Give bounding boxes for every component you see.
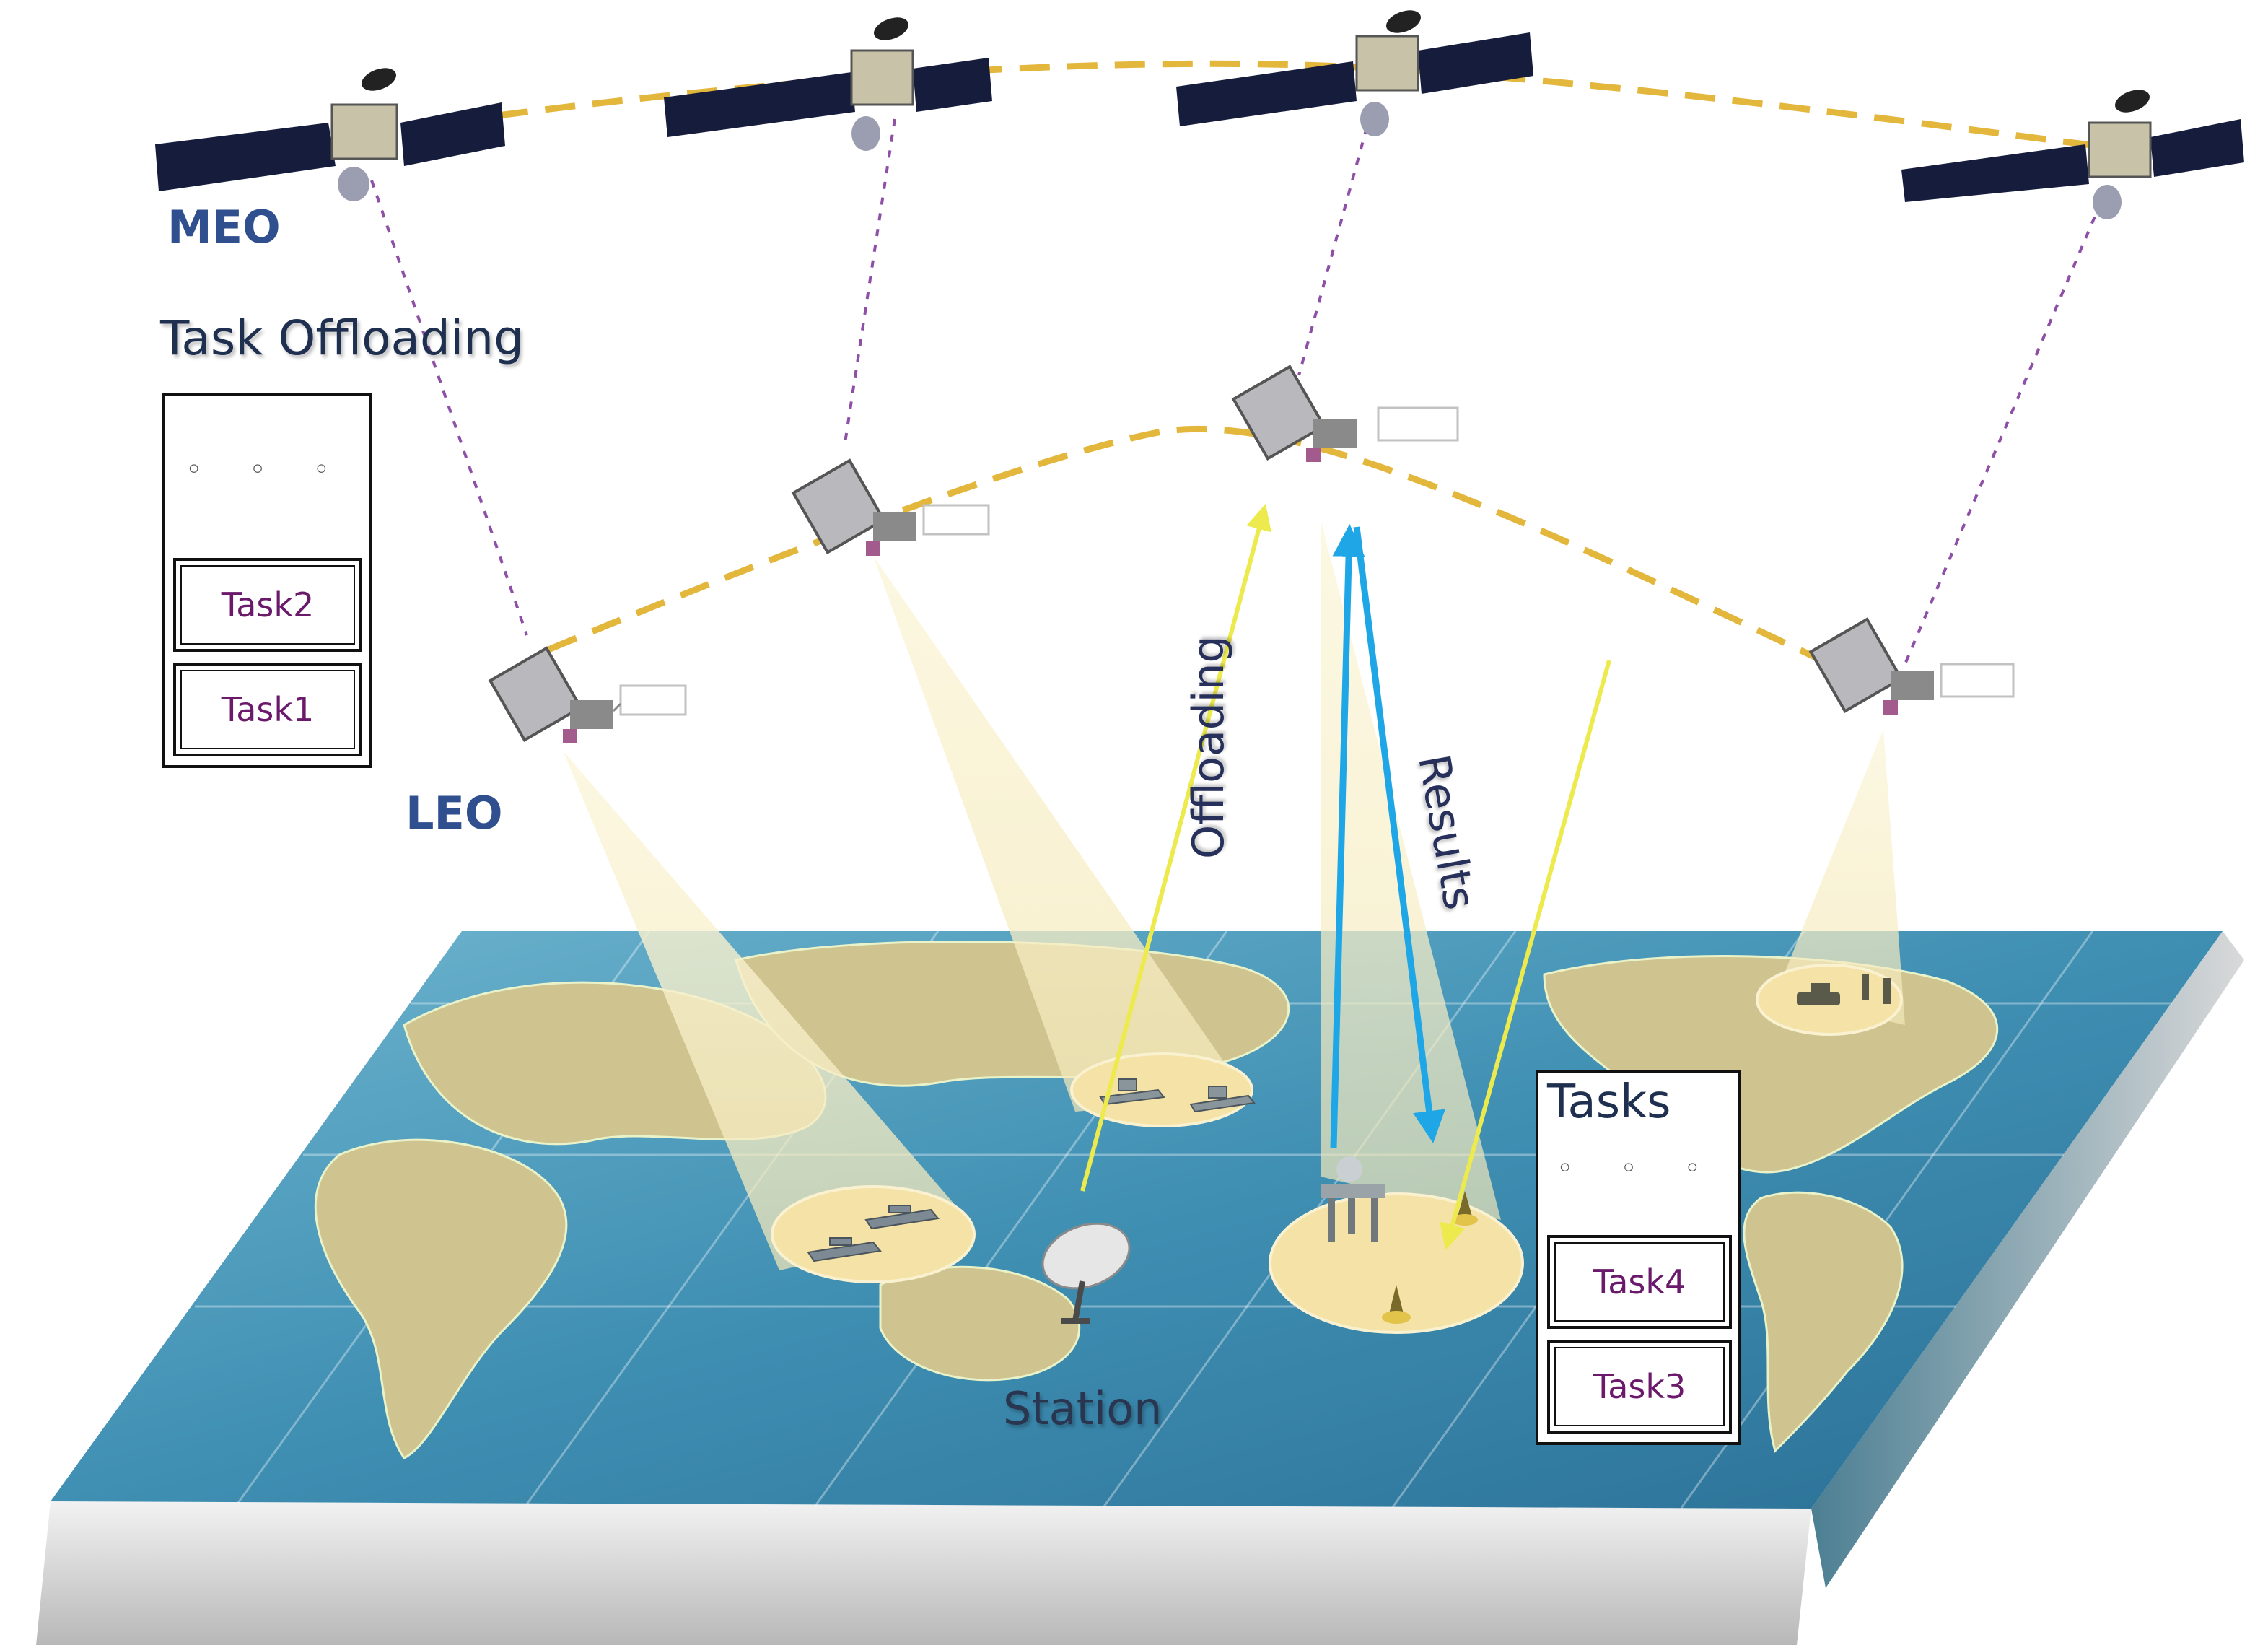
station-uplink-arrow — [1080, 504, 1271, 1192]
ground-tasks-title: Tasks — [1547, 1075, 1671, 1129]
africa — [314, 1138, 568, 1459]
leo-orbit-path — [547, 425, 1878, 689]
ground-assets — [807, 974, 1891, 1324]
ground-task-queue: Tasks ◦ ◦ ◦ Task4 Task3 — [1536, 1070, 1741, 1445]
meo-satellite-4 — [1901, 90, 2244, 219]
map-slab-front-edge — [36, 1501, 1811, 1645]
ground-task-item: Task3 — [1547, 1340, 1732, 1434]
offloading-label: Offloading — [1183, 635, 1234, 859]
leo-satellites — [488, 365, 2015, 743]
ground-units — [1797, 974, 1891, 1005]
link-arrows — [1080, 504, 1611, 1250]
leo-satellite-4 — [1808, 617, 2015, 715]
queue-ellipsis: ◦ ◦ ◦ — [185, 453, 349, 486]
meo-satellite-1 — [155, 68, 505, 201]
ships-group-2 — [1099, 1078, 1256, 1113]
beam-leo-3 — [1321, 520, 1501, 1220]
downlink-arrow — [1440, 660, 1611, 1250]
orbit-paths — [497, 60, 2115, 689]
offloading-arrow — [1330, 524, 1365, 1148]
leo-satellite-2 — [791, 458, 990, 556]
meo-satellite-3 — [1176, 10, 1533, 136]
ground-station-dish — [1041, 1222, 1131, 1324]
beam-leo-2 — [873, 556, 1248, 1112]
ground-task-label: Task3 — [1593, 1367, 1686, 1406]
meo-label: MEO — [167, 201, 281, 253]
coverage-ships-1 — [771, 1185, 976, 1283]
task-offloading-title: Task Offloading — [160, 310, 524, 366]
beam-leo-1 — [563, 751, 974, 1270]
results-arrow — [1353, 526, 1445, 1143]
queue-task-item: Task1 — [173, 663, 362, 756]
queue-task-label: Task2 — [221, 585, 315, 624]
meo-leo-links — [370, 111, 2109, 665]
south-america — [1743, 1191, 1904, 1453]
map-slab-right-edge — [1811, 931, 2244, 1588]
offloading-task-queue: ◦ ◦ ◦ Task2 Task1 — [162, 393, 372, 768]
beam-leo-4 — [1775, 729, 1905, 1025]
ground-queue-ellipsis: ◦ ◦ ◦ — [1556, 1152, 1720, 1185]
leo-satellite-3 — [1231, 365, 1459, 462]
leo-satellite-1 — [488, 646, 687, 743]
queue-task-item: Task2 — [173, 558, 362, 652]
ground-task-item: Task4 — [1547, 1235, 1732, 1329]
offshore-platform — [1321, 1156, 1385, 1242]
queue-task-label: Task1 — [221, 690, 315, 729]
meo-satellites — [155, 10, 2244, 219]
leo-label: LEO — [406, 787, 503, 839]
meo-satellite-2 — [664, 17, 992, 151]
station-label: Station — [1003, 1382, 1163, 1435]
ground-task-label: Task4 — [1593, 1262, 1686, 1301]
australia — [879, 1265, 1081, 1382]
ships-group-1 — [807, 1205, 940, 1262]
coverage-beams — [563, 520, 1905, 1270]
